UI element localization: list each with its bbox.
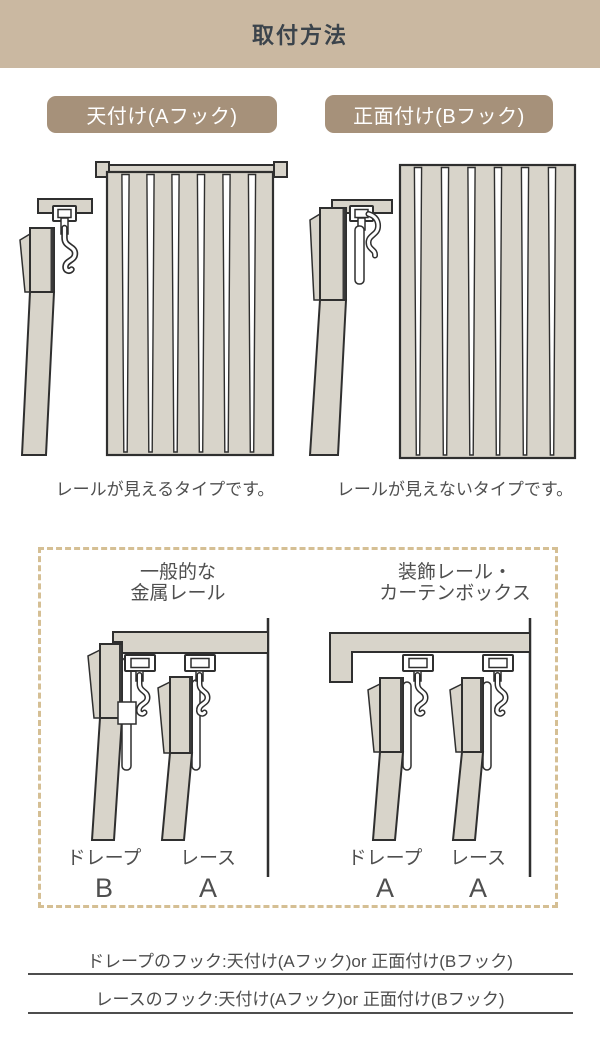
rail: [112, 631, 269, 654]
mounting-illustrations: [19, 161, 577, 460]
curtain-drape: [19, 227, 56, 456]
rail-end-cap: [273, 161, 288, 178]
curtain-lace: [449, 677, 485, 841]
lace-hook-note: レースのフック:天付け(Aフック)or 正面付け(Bフック): [95, 990, 505, 1009]
section-header: 取付方法: [0, 0, 600, 68]
curtain-lace: [157, 676, 194, 841]
rail-end-cap: [95, 161, 110, 178]
front-mount-side-illustration: [308, 199, 393, 456]
curtain-drape: [367, 677, 405, 841]
hook-comparison-box: [38, 547, 558, 908]
curtain-panel: [398, 163, 577, 460]
decorative-rail-diagram: [329, 618, 532, 877]
curtain-drape: [308, 207, 348, 456]
curtain-drape: [87, 643, 137, 841]
curtain-type-label: レース: [449, 848, 507, 869]
decorative-rail-title-line2: カーテンボックス: [379, 583, 531, 604]
a-hook-strip: [482, 681, 492, 771]
a-hook-strip: [191, 679, 201, 771]
ceiling-mount-badge-label: 天付け(Aフック): [86, 106, 238, 128]
decorative-rail-title: 装飾レール・ カーテンボックス: [330, 562, 580, 604]
curtain-panel: [105, 170, 275, 457]
runner-hook-icon: [124, 654, 156, 717]
decorative-rail-drape-label: ドレープ A: [330, 843, 440, 904]
curtain-type-label: ドレープ: [66, 848, 142, 869]
ceiling-mount-front-illustration: [95, 161, 288, 457]
decorative-rail-lace-label: レース A: [423, 843, 533, 904]
page-title: 取付方法: [251, 23, 348, 48]
b-hook-icon: [349, 205, 382, 285]
runner-hook-icon: [482, 654, 514, 717]
divider-line: [28, 1012, 573, 1014]
a-hook-icon: [52, 205, 79, 274]
front-mount-badge-label: 正面付け(Bフック): [353, 105, 525, 128]
divider-line: [28, 973, 573, 975]
a-hook-strip: [402, 681, 412, 771]
decorative-rail-title-line1: 装飾レール・: [397, 562, 512, 583]
hook-comparison-illustrations: [87, 618, 532, 877]
front-mount-caption: レールが見えないタイプです。: [336, 480, 574, 499]
curtain-box: [329, 632, 531, 683]
runner-hook-icon: [402, 654, 434, 717]
hook-letter: A: [468, 873, 487, 903]
metal-rail-title: 一般的な 金属レール: [58, 562, 298, 604]
metal-rail-title-line1: 一般的な: [139, 562, 216, 583]
hook-letter: A: [375, 873, 394, 903]
drape-hook-note: ドレープのフック:天付け(Aフック)or 正面付け(Bフック): [87, 952, 513, 971]
metal-rail-title-line2: 金属レール: [130, 583, 226, 604]
metal-rail-diagram: [87, 618, 270, 877]
ceiling-mount-badge: 天付け(Aフック): [47, 96, 277, 133]
curtain-type-label: レース: [179, 848, 237, 869]
ceiling-mount-caption: レールが見えるタイプです。: [55, 480, 275, 499]
hook-letter: A: [198, 873, 217, 903]
front-mount-badge: 正面付け(Bフック): [325, 95, 553, 133]
curtain-type-label: ドレープ: [347, 848, 423, 869]
front-mount-front-illustration: [398, 163, 577, 460]
ceiling-mount-side-illustration: [19, 198, 93, 456]
hook-letter: B: [94, 873, 113, 903]
metal-rail-drape-label: ドレープ B: [49, 843, 159, 904]
runner-hook-icon: [184, 654, 216, 717]
metal-rail-lace-label: レース A: [153, 843, 263, 904]
